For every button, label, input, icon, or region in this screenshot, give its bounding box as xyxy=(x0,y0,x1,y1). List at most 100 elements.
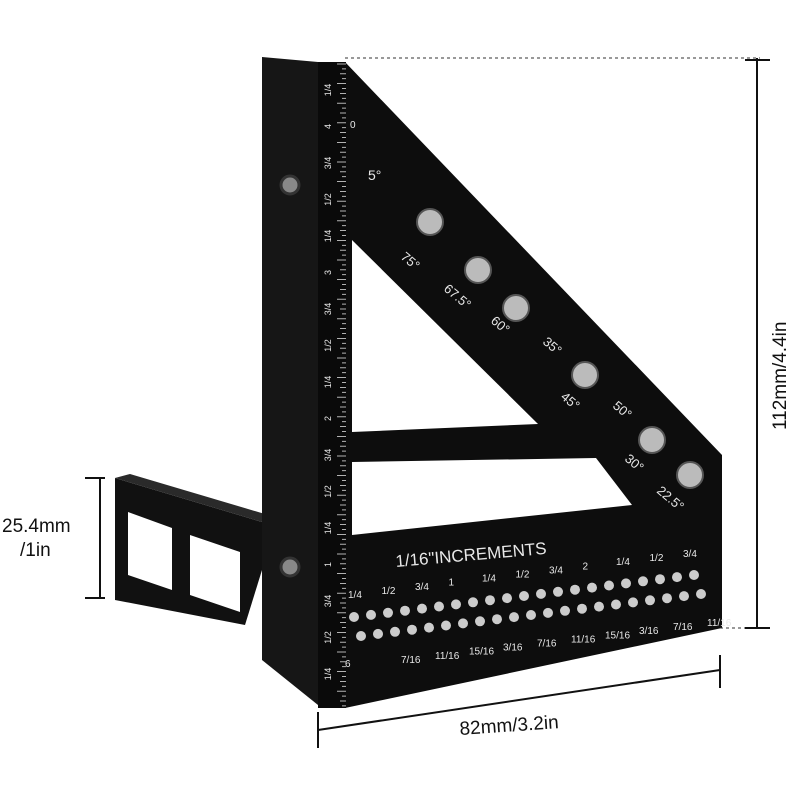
lower-row-label: 11/16 xyxy=(571,634,596,645)
upper-row-label: 3/4 xyxy=(549,565,563,576)
increment-hole xyxy=(594,601,604,612)
base-slot-2 xyxy=(190,535,240,612)
triangle-window xyxy=(352,240,538,432)
increment-hole xyxy=(366,609,376,620)
increment-hole xyxy=(502,593,512,604)
width-dimension-line xyxy=(317,669,721,731)
ruler-bar-side xyxy=(262,57,318,705)
angle-hole xyxy=(676,461,704,489)
upper-row-label: 2 xyxy=(583,561,589,572)
angle-label: 5° xyxy=(368,167,381,183)
lower-window xyxy=(352,458,632,535)
increment-hole xyxy=(679,591,689,602)
ruler-label: 3/4 xyxy=(323,303,333,316)
angle-hole xyxy=(638,426,666,454)
increment-hole xyxy=(451,599,461,610)
ruler-label: 1/4 xyxy=(323,522,333,535)
increment-hole xyxy=(509,612,519,623)
ruler-label: 3 xyxy=(323,270,333,275)
increment-hole xyxy=(434,601,444,612)
upper-row-label: 1/4 xyxy=(348,590,362,601)
upper-row-label: 3/4 xyxy=(415,582,429,593)
ruler-label: 3/4 xyxy=(323,157,333,170)
ruler-label: 4 xyxy=(323,124,333,129)
base-slot-1 xyxy=(128,512,172,590)
ruler-label: 1 xyxy=(323,562,333,567)
lower-row-label: 7/16 xyxy=(401,655,421,666)
increment-hole xyxy=(400,605,410,616)
upper-row-label: 1 xyxy=(449,578,455,589)
ruler-label: 1/2 xyxy=(323,193,333,206)
screw-icon xyxy=(279,174,301,196)
increment-hole xyxy=(458,618,468,629)
angle-hole xyxy=(502,294,530,322)
increment-hole xyxy=(689,570,699,580)
increment-hole xyxy=(383,607,393,618)
increment-hole xyxy=(553,586,563,597)
increment-hole xyxy=(424,622,434,633)
ruler-label: 3/4 xyxy=(323,449,333,462)
increment-hole xyxy=(519,591,529,601)
angle-hole xyxy=(464,256,492,284)
increment-hole xyxy=(628,597,638,608)
lower-row-label: 11/16 xyxy=(435,651,460,662)
increment-hole xyxy=(417,603,427,614)
upper-row-label: 3/4 xyxy=(683,549,697,560)
increment-hole xyxy=(645,595,655,606)
ruler-label: 1/4 xyxy=(323,668,333,681)
increment-hole xyxy=(696,589,706,599)
increment-hole xyxy=(356,631,366,641)
base-flange-top xyxy=(115,474,275,522)
increment-hole xyxy=(570,584,580,595)
base-height-label-unit: /1in xyxy=(20,540,51,561)
upper-row-label: 1/4 xyxy=(482,574,496,585)
lower-row-label: 7/16 xyxy=(673,622,693,633)
increment-hole xyxy=(536,588,546,599)
lower-row-label: 3/16 xyxy=(639,626,659,637)
increment-hole xyxy=(638,576,648,587)
increment-hole xyxy=(475,616,485,627)
angle-hole xyxy=(571,361,599,389)
lower-row-label: 7/16 xyxy=(537,639,557,650)
increment-hole xyxy=(655,574,665,585)
lower-row-label: 3/16 xyxy=(503,643,523,654)
ruler-label: 1/4 xyxy=(323,84,333,97)
screw-icon xyxy=(279,556,301,578)
increment-hole xyxy=(349,612,359,622)
increment-hole xyxy=(672,572,682,583)
ruler-label: 1/4 xyxy=(323,230,333,243)
increment-hole xyxy=(390,626,400,637)
increment-hole xyxy=(577,603,587,614)
increment-hole xyxy=(611,599,621,610)
ruler-label: 2 xyxy=(323,416,333,421)
increment-hole xyxy=(587,582,597,593)
increment-hole xyxy=(526,610,536,620)
increment-hole xyxy=(543,607,553,618)
upper-row-label: 1/2 xyxy=(516,570,530,581)
ruler-label: 1/4 xyxy=(323,376,333,389)
increment-hole xyxy=(621,578,631,589)
increment-hole xyxy=(492,614,502,625)
zero-mark: 0 xyxy=(350,120,356,131)
width-label: 82mm/3.2in xyxy=(459,712,560,740)
ruler-label: 1/2 xyxy=(323,631,333,644)
increment-hole xyxy=(604,580,614,591)
upper-row-label: 1/2 xyxy=(382,586,396,597)
lower-row-label: 15/16 xyxy=(469,647,494,658)
upper-row-label: 1/4 xyxy=(616,557,630,568)
increment-hole xyxy=(468,597,478,608)
ruler-ticks xyxy=(337,63,346,707)
increment-hole xyxy=(441,620,451,631)
increment-hole xyxy=(407,624,417,635)
angle-hole xyxy=(416,208,444,236)
lower-row-label: 15/16 xyxy=(605,630,630,641)
height-label: 112mm/4.4in xyxy=(770,322,791,430)
ruler-face xyxy=(318,62,346,708)
lower-row-label: 6 xyxy=(345,659,351,670)
ruler-label: 3/4 xyxy=(323,595,333,608)
base-height-label: 25.4mm xyxy=(2,516,71,537)
upper-row-label: 1/2 xyxy=(650,553,664,564)
increment-hole xyxy=(560,605,570,616)
